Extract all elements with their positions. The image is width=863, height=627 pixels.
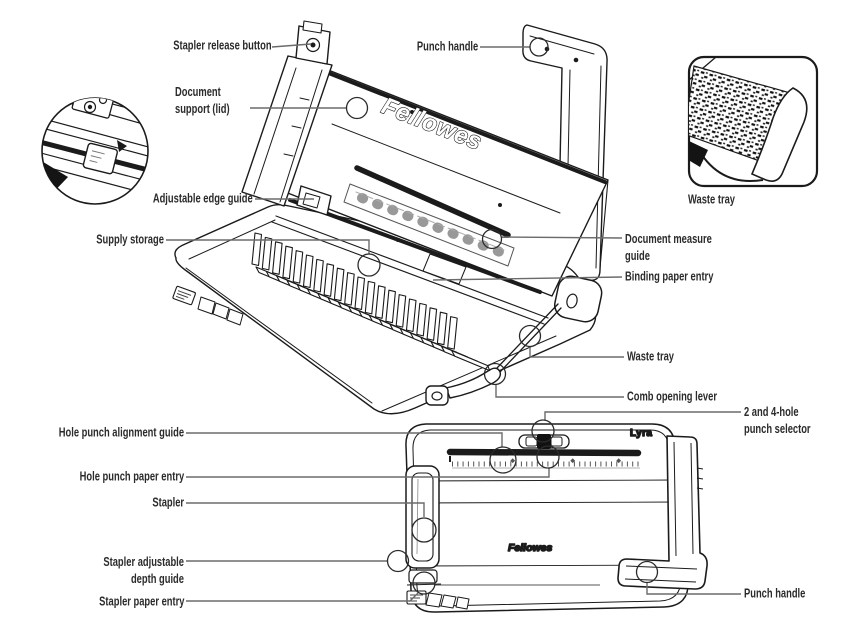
leader-lines [166,43,741,602]
label-document-measure-guide: Document measure guide [625,231,712,263]
label-supply-storage: Supply storage [96,231,164,247]
punch-arm-bracket [553,275,603,323]
label-stapler: Stapler [152,494,184,510]
callout-circle [411,517,437,543]
label-document-support: Document support (lid) [175,84,230,116]
label-hole-punch-paper-entry: Hole punch paper entry [79,468,184,484]
fellowes-logo-small: Fellowes [508,542,553,554]
supply-storage-slots [197,296,244,326]
label-comb-opening-lever: Comb opening lever [627,388,717,404]
callout-circle [357,253,381,277]
label-stapler-release-button: Stapler release button [173,37,272,53]
binding-machine-closed-view: Lyra Fellowes [405,423,708,613]
label-stapler-depth-guide: Stapler adjustable depth guide [103,554,184,586]
callout-circle [635,560,659,584]
label-stapler-paper-entry: Stapler paper entry [98,593,184,609]
callout-circle [536,445,560,469]
brand-badge-small [406,590,427,605]
hole-punch-entry-slot [446,448,642,457]
callout-circles [345,37,659,595]
model-badge: Lyra [630,428,652,439]
callout-circle [529,37,549,57]
edge-guide-inset [41,97,149,205]
comb-opening-lever-part [445,367,502,399]
callout-circle [386,549,410,573]
label-binding-paper-entry: Binding paper entry [625,268,714,284]
callout-circle [518,324,542,348]
label-punch-handle-bottom: Punch handle [744,585,806,601]
binding-machine-open-view: Fellowes [172,20,609,415]
screw-dot [410,110,414,114]
binding-slot [354,165,511,238]
label-waste-tray-inset: Waste tray [688,191,736,207]
waste-tray-lip [750,87,808,182]
callout-circle [489,446,517,474]
screw-dot [573,57,579,63]
document-measure-sticker [343,183,515,267]
screw-dot [498,203,502,207]
callout-circle [481,228,503,250]
callout-circle [531,419,555,443]
punch-handle-folded [617,435,708,590]
brand-badge-small [172,285,196,306]
callout-circle [345,96,369,120]
binding-paper-entry-slot [288,198,542,294]
label-punch-selector: 2 and 4-hole punch selector [744,404,811,436]
callout-circle [483,362,507,386]
label-waste-tray: Waste tray [627,348,675,364]
label-hole-punch-alignment-guide: Hole punch alignment guide [58,424,184,440]
waste-tray-inset-view [687,55,819,188]
callout-circle [412,571,436,595]
label-punch-handle-top: Punch handle [416,38,478,54]
label-adjustable-edge-guide: Adjustable edge guide [153,190,253,206]
